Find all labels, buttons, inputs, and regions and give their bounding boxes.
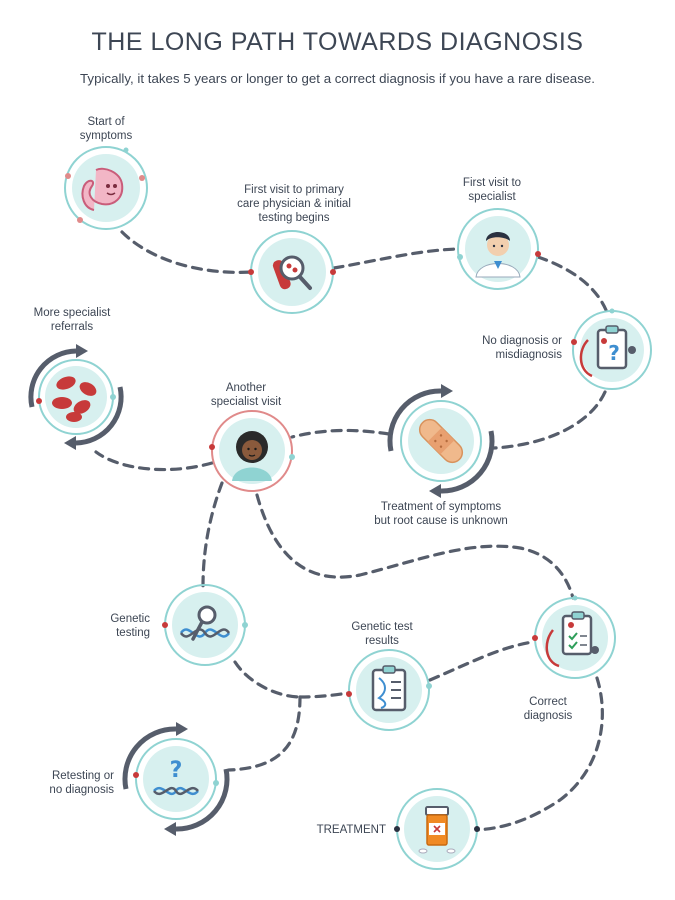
node-correct-diagnosis — [532, 595, 616, 679]
label-start-of-symptoms: Start of symptoms — [79, 116, 133, 142]
label-retesting: Retesting or no diagnosis — [49, 770, 114, 796]
node-treatment — [394, 788, 480, 870]
path-correct-to-treatment — [475, 676, 604, 832]
clipboard-question-icon: ? — [579, 325, 636, 378]
dna-question-icon: ? — [153, 758, 199, 796]
path-specialist-to-nodiagnosis — [536, 255, 608, 312]
node-genetic-results — [346, 649, 432, 731]
cycle-arrow-icon — [441, 384, 453, 398]
specialist-icon — [232, 431, 272, 481]
blood-test-icon — [272, 255, 312, 290]
stomach-icon — [81, 167, 124, 211]
svg-text:?: ? — [608, 341, 620, 365]
page-title: THE LONG PATH TOWARDS DIAGNOSIS — [91, 28, 584, 56]
cycle-arrow-icon — [429, 484, 441, 498]
path-junction-to-results — [298, 691, 350, 699]
path-another-to-genetic — [201, 481, 224, 588]
label-no-diagnosis: No diagnosis or misdiagnosis — [482, 335, 562, 361]
path-treatment-to-another — [290, 428, 391, 439]
blood-cells-icon — [52, 376, 97, 422]
label-another-specialist: Another specialist visit — [210, 382, 282, 408]
bandage-icon — [418, 418, 464, 464]
label-correct-diagnosis: Correct diagnosis — [523, 696, 573, 722]
cycle-arrow-icon — [76, 344, 88, 358]
node-more-referrals — [28, 344, 124, 450]
path-genetic-to-junction — [233, 660, 302, 699]
node-genetic-testing — [162, 584, 248, 666]
label-treatment: TREATMENT — [316, 824, 386, 836]
path-nodiagnosis-to-treatment — [492, 390, 607, 450]
label-genetic-testing: Genetic testing — [110, 613, 150, 639]
node-no-diagnosis: ? — [571, 308, 652, 390]
cycle-arrow-icon — [176, 722, 188, 736]
node-treatment-of-symptoms — [387, 384, 495, 498]
node-first-visit-primary — [248, 230, 336, 314]
node-retesting: ? — [122, 722, 230, 836]
pill-bottle-icon — [418, 806, 456, 854]
path-junction-to-retesting — [227, 695, 302, 772]
doctor-icon — [475, 232, 521, 278]
label-first-visit-specialist: First visit to specialist — [462, 177, 522, 203]
clipboard-check-icon — [545, 611, 599, 668]
cycle-arrow-icon — [164, 822, 176, 836]
node-another-specialist — [209, 410, 295, 492]
dna-magnifier-icon — [179, 605, 231, 641]
path-results-to-correct — [428, 640, 535, 682]
path-another-to-correct — [255, 493, 575, 600]
label-treatment-of-symptoms: Treatment of symptoms but root cause is … — [374, 501, 508, 527]
path-primary-to-specialist — [332, 247, 460, 270]
dna-clipboard-icon — [371, 665, 407, 712]
path-connectors — [94, 230, 608, 832]
path-another-to-referrals — [94, 450, 214, 472]
node-first-visit-specialist — [457, 208, 541, 290]
label-genetic-results: Genetic test results — [351, 621, 413, 647]
label-first-visit-primary: First visit to primary care physician & … — [237, 184, 351, 224]
label-more-referrals: More specialist referrals — [33, 307, 111, 333]
cycle-arrow-icon — [64, 436, 76, 450]
path-start-to-primary — [120, 230, 254, 274]
node-start-of-symptoms — [64, 146, 148, 230]
svg-text:?: ? — [170, 758, 183, 783]
page-subtitle: Typically, it takes 5 years or longer to… — [80, 71, 595, 86]
